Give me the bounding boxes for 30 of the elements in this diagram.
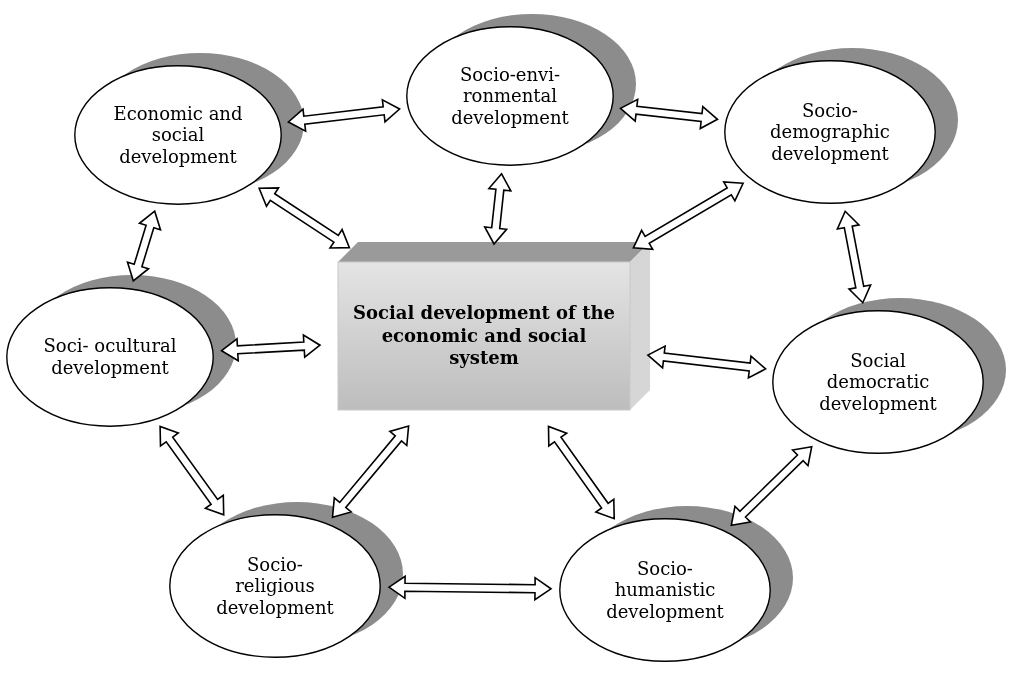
- node-label: Socio- humanistic development: [605, 557, 725, 623]
- double-arrow: [483, 172, 513, 246]
- ellipse-node: [406, 26, 614, 166]
- central-box: [338, 262, 630, 410]
- double-arrow: [287, 98, 401, 133]
- double-arrow: [646, 344, 767, 380]
- ellipse-node: [559, 518, 771, 662]
- central-label: Social development of the economic and social system: [352, 302, 616, 370]
- node-label: Socio- demographic development: [769, 99, 891, 165]
- double-arrow: [257, 187, 351, 249]
- node-label: Socio- religious development: [215, 553, 335, 619]
- node-label: Soci- ocultural development: [42, 335, 178, 379]
- double-arrow: [619, 97, 719, 130]
- double-arrow: [632, 181, 745, 251]
- node-label: Socio-envi- ronmental development: [450, 63, 570, 129]
- ellipse-node: [724, 60, 936, 204]
- double-arrow: [126, 209, 162, 283]
- double-arrow: [730, 445, 813, 527]
- double-arrow: [331, 425, 410, 519]
- node-label: Social democratic development: [818, 349, 938, 415]
- double-arrow: [387, 574, 553, 602]
- double-arrow: [547, 425, 616, 520]
- node-label: Economic and social development: [112, 102, 244, 168]
- double-arrow: [836, 209, 872, 305]
- ellipse-node: [772, 310, 984, 454]
- ellipse-node: [6, 287, 214, 427]
- ellipse-node: [169, 514, 381, 658]
- ellipse-node: [74, 65, 282, 205]
- double-arrow: [159, 425, 225, 516]
- double-arrow: [220, 333, 322, 363]
